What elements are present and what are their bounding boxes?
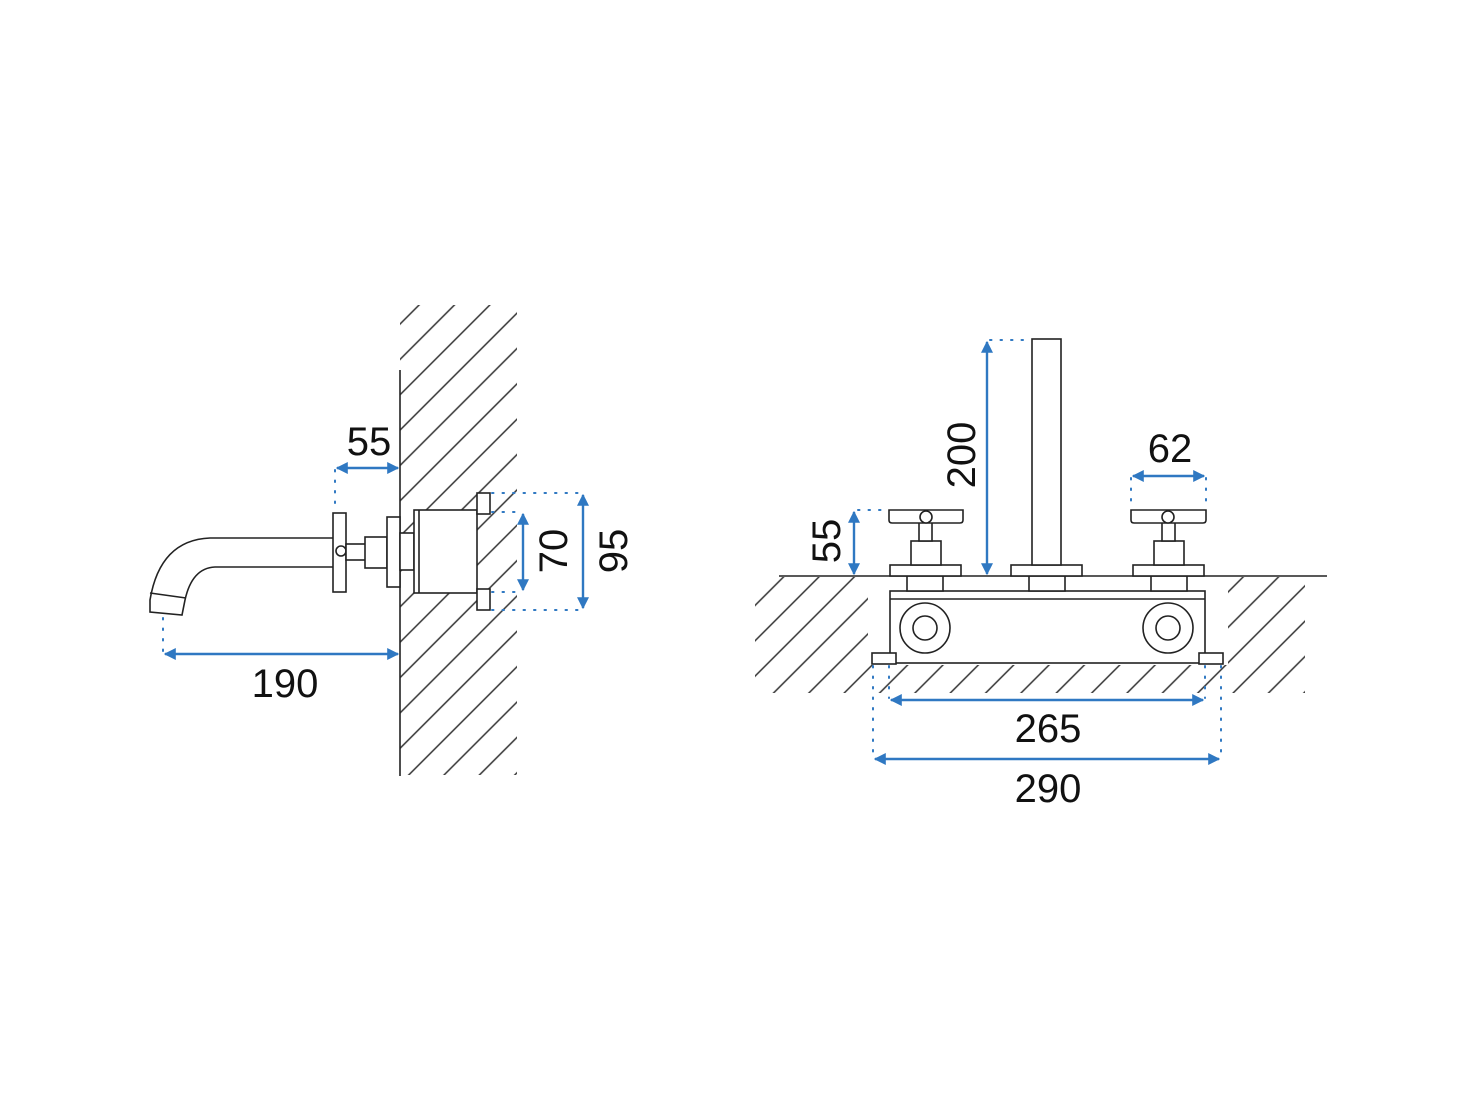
connector-sleeve — [364, 536, 388, 569]
dim-label-55-front: 55 — [805, 519, 849, 564]
left-foot — [871, 652, 897, 665]
center-spout — [1010, 338, 1083, 577]
valve-tab-top — [476, 492, 491, 515]
dim-label-290: 290 — [1015, 767, 1082, 811]
right-foot — [1198, 652, 1224, 665]
spout-aerator — [149, 592, 187, 599]
side-view: 55 190 70 95 — [149, 305, 636, 776]
dim-label-190: 190 — [252, 662, 319, 706]
front-view: 200 55 62 265 290 — [755, 338, 1327, 811]
dim-label-70: 70 — [532, 529, 576, 574]
spout — [149, 537, 335, 616]
dim-label-62: 62 — [1148, 427, 1193, 471]
valve-tab-bottom — [476, 588, 491, 611]
right-handle — [1130, 509, 1207, 577]
dim-label-265: 265 — [1015, 707, 1082, 751]
dim-label-200: 200 — [940, 422, 984, 489]
dim-label-95: 95 — [592, 529, 636, 574]
connector — [345, 543, 367, 561]
left-handle — [888, 509, 964, 577]
valve-neck — [399, 532, 415, 571]
dim-label-55-side: 55 — [347, 420, 392, 464]
flange-screw — [335, 545, 347, 557]
valve-body — [413, 509, 478, 594]
wall-plate — [386, 516, 401, 588]
